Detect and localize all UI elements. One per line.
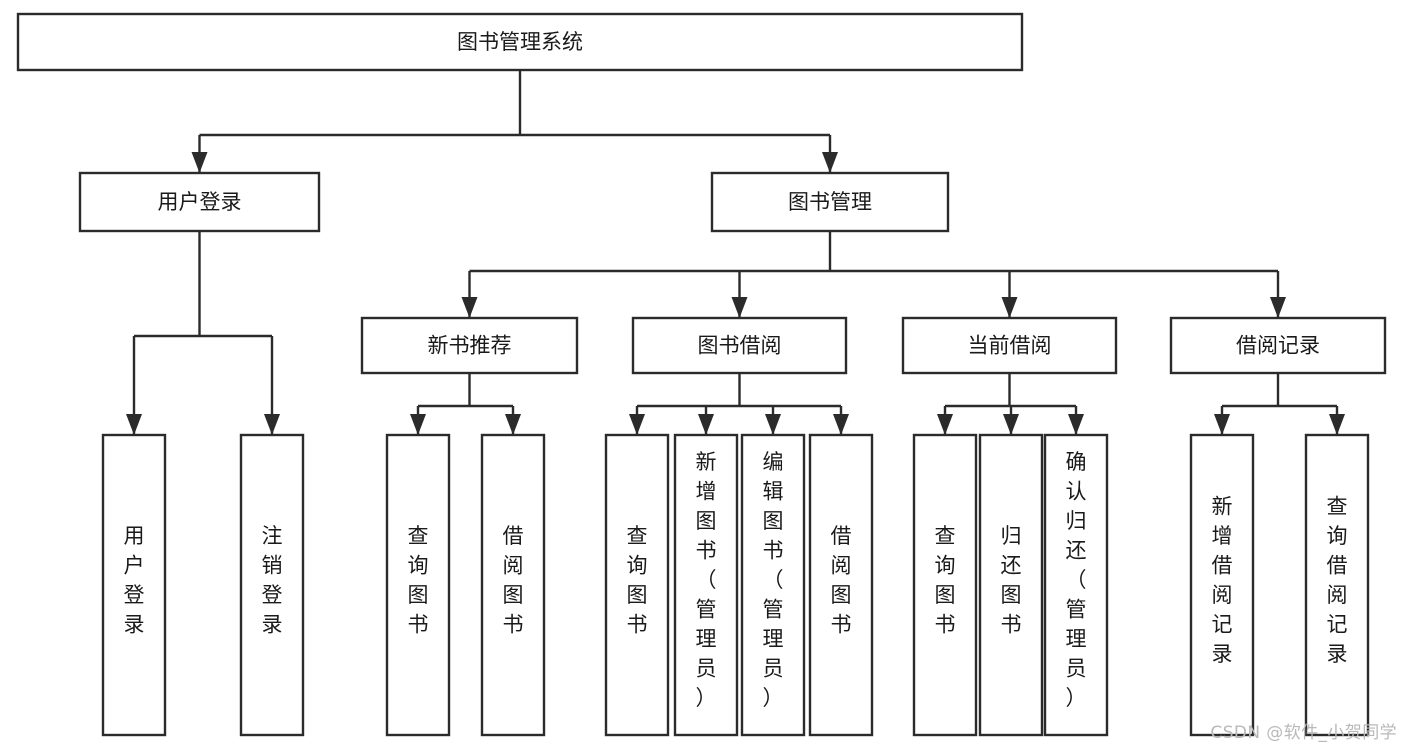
node-leaf-query-book-recommend[interactable]: 查询图书 bbox=[385, 433, 451, 737]
node-box-leaf-logout[interactable] bbox=[239, 433, 305, 737]
node-box-new-book-recommend[interactable] bbox=[360, 316, 579, 375]
node-box-leaf-add-book[interactable] bbox=[673, 433, 739, 737]
node-box-current-borrow[interactable] bbox=[901, 316, 1118, 375]
node-leaf-borrow-book-recommend[interactable]: 借阅图书 bbox=[480, 433, 546, 737]
arrow-head-icon bbox=[937, 414, 953, 435]
node-label-leaf-borrow-book-recommend: 借阅图书 bbox=[503, 524, 524, 637]
arrow-head-icon bbox=[698, 414, 714, 435]
node-label-root: 图书管理系统 bbox=[457, 30, 583, 54]
node-label-book-borrow: 图书借阅 bbox=[698, 334, 782, 358]
node-leaf-add-borrow-record[interactable]: 新增借阅记录 bbox=[1189, 433, 1255, 737]
node-book-borrow[interactable]: 图书借阅 bbox=[631, 316, 848, 375]
node-box-root[interactable] bbox=[16, 12, 1024, 72]
node-label-leaf-user-login: 用户登录 bbox=[124, 524, 145, 637]
node-leaf-add-book[interactable]: 新增图书（管理员） bbox=[673, 433, 739, 737]
node-label-user-login: 用户登录 bbox=[158, 190, 242, 214]
nodes-layer: 图书管理系统用户登录图书管理新书推荐图书借阅当前借阅借阅记录用户登录注销登录查询… bbox=[16, 12, 1387, 737]
node-leaf-query-book-current[interactable]: 查询图书 bbox=[912, 433, 978, 737]
node-leaf-query-borrow-record[interactable]: 查询借阅记录 bbox=[1304, 433, 1370, 737]
node-box-book-borrow[interactable] bbox=[631, 316, 848, 375]
node-label-leaf-confirm-return: 确认归还（管理员） bbox=[1066, 450, 1087, 710]
arrow-head-icon bbox=[264, 414, 280, 435]
node-label-leaf-add-book: 新增图书（管理员） bbox=[696, 450, 717, 710]
arrow-head-icon bbox=[731, 297, 748, 318]
node-box-leaf-borrow-book[interactable] bbox=[808, 433, 874, 737]
node-leaf-borrow-book[interactable]: 借阅图书 bbox=[808, 433, 874, 737]
arrow-head-icon bbox=[765, 414, 781, 435]
node-label-leaf-add-borrow-record: 新增借阅记录 bbox=[1212, 494, 1233, 666]
node-leaf-query-book-borrow[interactable]: 查询图书 bbox=[604, 433, 670, 737]
node-new-book-recommend[interactable]: 新书推荐 bbox=[360, 316, 579, 375]
arrow-head-icon bbox=[1214, 414, 1230, 435]
node-label-leaf-query-book-recommend: 查询图书 bbox=[408, 524, 429, 637]
node-box-borrow-record[interactable] bbox=[1169, 316, 1387, 375]
node-leaf-return-book[interactable]: 归还图书 bbox=[978, 433, 1044, 737]
node-box-leaf-query-book-borrow[interactable] bbox=[604, 433, 670, 737]
node-user-login[interactable]: 用户登录 bbox=[78, 171, 321, 233]
node-box-leaf-add-borrow-record[interactable] bbox=[1189, 433, 1255, 737]
node-label-leaf-logout: 注销登录 bbox=[262, 524, 283, 637]
node-box-user-login[interactable] bbox=[78, 171, 321, 233]
arrow-head-icon bbox=[505, 414, 521, 435]
node-box-leaf-edit-book[interactable] bbox=[740, 433, 806, 737]
node-current-borrow[interactable]: 当前借阅 bbox=[901, 316, 1118, 375]
arrow-head-icon bbox=[1001, 297, 1018, 318]
node-leaf-confirm-return[interactable]: 确认归还（管理员） bbox=[1043, 433, 1109, 737]
node-leaf-edit-book[interactable]: 编辑图书（管理员） bbox=[740, 433, 806, 737]
node-box-leaf-borrow-book-recommend[interactable] bbox=[480, 433, 546, 737]
arrow-head-icon bbox=[822, 152, 838, 173]
node-box-leaf-query-borrow-record[interactable] bbox=[1304, 433, 1370, 737]
arrow-head-icon bbox=[1270, 297, 1286, 318]
node-box-leaf-confirm-return[interactable] bbox=[1043, 433, 1109, 737]
arrow-head-icon bbox=[1329, 414, 1345, 435]
node-label-leaf-borrow-book: 借阅图书 bbox=[831, 524, 852, 637]
arrow-head-icon bbox=[1068, 414, 1084, 435]
arrow-head-icon bbox=[126, 414, 142, 435]
node-label-leaf-query-book-current: 查询图书 bbox=[935, 524, 956, 637]
node-label-book-manage: 图书管理 bbox=[788, 190, 872, 214]
node-label-current-borrow: 当前借阅 bbox=[968, 334, 1052, 358]
arrow-head-icon bbox=[833, 414, 849, 435]
node-label-leaf-query-book-borrow: 查询图书 bbox=[627, 524, 648, 637]
node-label-leaf-query-borrow-record: 查询借阅记录 bbox=[1327, 494, 1348, 666]
arrow-head-icon bbox=[461, 297, 478, 318]
node-book-manage[interactable]: 图书管理 bbox=[710, 171, 950, 233]
arrow-head-icon bbox=[410, 414, 426, 435]
node-leaf-user-login[interactable]: 用户登录 bbox=[101, 433, 167, 737]
watermark-label: CSDN @软件_小贺同学 bbox=[1210, 723, 1397, 743]
node-label-borrow-record: 借阅记录 bbox=[1236, 334, 1320, 358]
edges-layer bbox=[126, 70, 1345, 435]
node-label-leaf-edit-book: 编辑图书（管理员） bbox=[763, 450, 784, 710]
node-box-leaf-return-book[interactable] bbox=[978, 433, 1044, 737]
arrow-head-icon bbox=[1003, 414, 1019, 435]
node-root[interactable]: 图书管理系统 bbox=[16, 12, 1024, 72]
arrow-head-icon bbox=[191, 152, 208, 173]
node-label-new-book-recommend: 新书推荐 bbox=[428, 334, 512, 358]
node-label-leaf-return-book: 归还图书 bbox=[1001, 524, 1022, 637]
node-box-leaf-query-book-recommend[interactable] bbox=[385, 433, 451, 737]
node-borrow-record[interactable]: 借阅记录 bbox=[1169, 316, 1387, 375]
node-leaf-logout[interactable]: 注销登录 bbox=[239, 433, 305, 737]
arrow-head-icon bbox=[629, 414, 645, 435]
node-box-book-manage[interactable] bbox=[710, 171, 950, 233]
node-box-leaf-user-login[interactable] bbox=[101, 433, 167, 737]
node-box-leaf-query-book-current[interactable] bbox=[912, 433, 978, 737]
